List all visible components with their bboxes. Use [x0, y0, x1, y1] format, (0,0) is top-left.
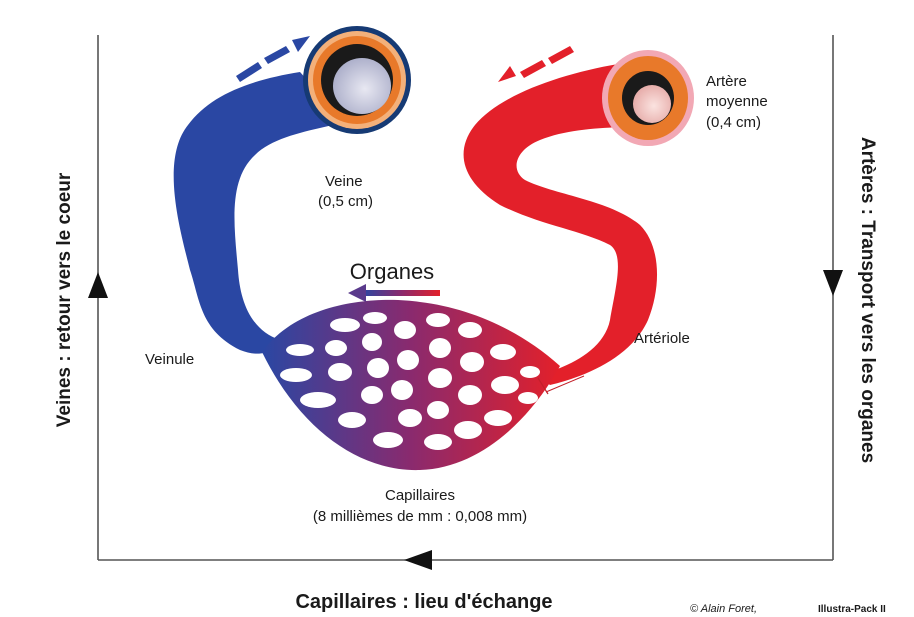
down-arrow-icon — [823, 270, 843, 296]
organs-label: Organes — [350, 259, 434, 284]
venule-label: Veinule — [145, 351, 194, 368]
vein-name-label: Veine — [325, 173, 363, 190]
credit-author: © Alain Foret, — [690, 603, 757, 615]
left-arrow-icon — [404, 550, 432, 570]
organs-flow-arrow-icon — [348, 284, 440, 302]
capillaries-name-label: Capillaires — [385, 487, 455, 504]
vein-cross-section — [303, 26, 411, 134]
artery-flow-arrow-icon — [498, 46, 574, 82]
left-side-label: Veines : retour vers le coeur — [54, 172, 75, 427]
bottom-label: Capillaires : lieu d'échange — [295, 591, 552, 613]
capillaries-size-label: (8 millièmes de mm : 0,008 mm) — [313, 508, 527, 525]
artery-name-label: Artère — [706, 73, 747, 90]
up-arrow-icon — [88, 272, 108, 298]
artery-cross-section — [602, 50, 694, 146]
vein-size-label: (0,5 cm) — [318, 193, 373, 210]
right-side-label: Artères : Transport vers les organes — [857, 137, 878, 463]
capillary-network — [262, 300, 560, 470]
arteriole-label: Artériole — [634, 330, 690, 347]
credit-brand: Illustra-Pack II — [818, 604, 886, 615]
artery-name-label-2: moyenne — [706, 93, 768, 110]
artery-size-label: (0,4 cm) — [706, 114, 761, 131]
